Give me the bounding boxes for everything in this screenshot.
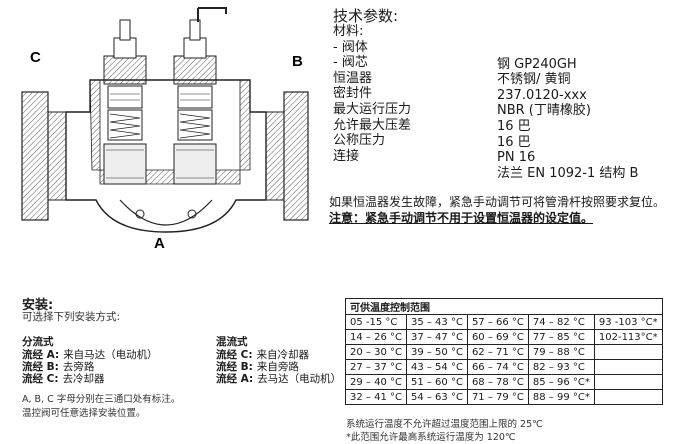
spec-value: NBR (丁晴橡胶) — [497, 103, 591, 118]
flow-description: 来自冷却器 — [256, 349, 310, 361]
bottom-port — [119, 199, 213, 226]
table-cell: 54 – 63 °C — [405, 389, 468, 405]
installation-subtitle: 可选择下列安装方式: — [22, 311, 121, 323]
flow-port-key: 流经 C: — [22, 373, 59, 385]
port-label-b: B — [292, 53, 303, 70]
flow-port-key: 流经 A: — [22, 349, 60, 361]
table-cell: 37 – 47 °C — [405, 329, 468, 345]
spec-value: 法兰 EN 1092-1 结构 B — [497, 166, 639, 181]
warning-note: 注意：紧急手动调节不用于设置恒温器的设定值。 — [329, 211, 594, 225]
table-cell: 77 – 85 °C — [527, 329, 595, 345]
failure-note: 如果恒温器发生故障，紧急手动调节可将管滑杆按照要求复位。 — [329, 195, 666, 209]
manual-override-handle — [198, 7, 227, 14]
port-label-c: C — [30, 49, 41, 66]
flow-description: 来自旁路 — [256, 361, 299, 373]
diverting-flow-line: 流经 B:去旁路 — [22, 359, 94, 374]
left-flange — [21, 91, 49, 221]
mixing-heading: 混流式 — [216, 336, 248, 348]
spec-value: 16 巴 — [497, 135, 531, 150]
spec-value: 237.0120-xxx — [497, 88, 587, 103]
table-note-2: *此范围允许最高系统运行温度为 120℃ — [346, 432, 516, 443]
flow-port-key: 流经 B: — [22, 361, 59, 373]
spec-value: 16 巴 — [497, 119, 531, 134]
spec-label: 恒温器 — [333, 71, 373, 86]
table-cell: 88 – 99 °C* — [527, 389, 595, 405]
spec-label: 密封件 — [333, 86, 373, 101]
flow-port-key: 流经 A: — [216, 373, 254, 385]
valve-body — [65, 79, 267, 233]
spec-label: 材料: — [333, 24, 364, 39]
port-marking-note: A, B, C 字母分别在三通口处有标注。 — [22, 394, 181, 405]
diverting-flow-line: 流经 A:来自马达（电动机） — [22, 347, 158, 362]
table-cell: 82 – 93 °C — [527, 359, 595, 375]
spec-label: 允许最大压差 — [333, 118, 412, 133]
spec-label: - 阀芯 — [333, 55, 368, 70]
flow-description: 去冷却器 — [62, 373, 105, 385]
table-cell: 32 – 41 °C — [345, 389, 407, 405]
table-cell: 62 – 71 °C — [466, 344, 529, 360]
mounting-note: 温控阀可任意选择安装位置。 — [22, 408, 146, 419]
flow-description: 来自马达（电动机） — [63, 349, 158, 361]
table-cell: 05 -15 °C — [345, 314, 407, 330]
spec-value: PN 16 — [497, 150, 536, 165]
spec-label: - 阀体 — [333, 40, 368, 55]
table-cell — [593, 389, 663, 405]
table-cell: 39 – 50 °C — [405, 344, 468, 360]
table-cell: 35 – 43 °C — [405, 314, 468, 330]
flow-description: 去马达（电动机） — [257, 373, 342, 385]
mixing-flow-line: 流经 B:来自旁路 — [216, 359, 299, 374]
mixing-flow-line: 流经 A:去马达（电动机） — [216, 371, 341, 386]
table-cell: 71 – 79 °C — [466, 389, 529, 405]
table-cell — [593, 344, 663, 360]
right-flange — [283, 91, 309, 221]
spec-value: 钢 GP240GH — [497, 57, 577, 72]
diverting-heading: 分流式 — [22, 336, 54, 348]
table-cell: 43 – 54 °C — [405, 359, 468, 375]
table-cell: 51 – 60 °C — [405, 374, 468, 390]
table-cell: 85 – 96 °C* — [527, 374, 595, 390]
specs-title: 技术参数: — [333, 7, 399, 25]
table-cell: 20 – 30 °C — [345, 344, 407, 360]
spec-label: 连接 — [333, 149, 360, 164]
flow-description: 去旁路 — [62, 361, 95, 373]
port-label-a: A — [154, 235, 165, 252]
table-cell: 79 – 88 °C — [527, 344, 595, 360]
table-header: 可供温度控制范围 — [345, 298, 663, 315]
table-note-1: 系统运行温度不允许超过温度范围上限的 25℃ — [346, 419, 543, 430]
table-cell: 66 – 74 °C — [466, 359, 529, 375]
spec-label: 最大运行压力 — [333, 102, 412, 117]
flow-port-key: 流经 B: — [216, 361, 253, 373]
mixing-flow-line: 流经 C:来自冷却器 — [216, 347, 309, 362]
spec-value: 不锈钢/ 黄铜 — [497, 72, 571, 87]
diverting-flow-line: 流经 C:去冷却器 — [22, 371, 105, 386]
table-cell: 60 – 69 °C — [466, 329, 529, 345]
table-cell: 68 – 78 °C — [466, 374, 529, 390]
table-cell: 74 – 82 °C — [527, 314, 595, 330]
table-cell: 29 – 40 °C — [345, 374, 407, 390]
spec-label: 公称压力 — [333, 133, 386, 148]
thermostat-left — [103, 19, 147, 185]
valve-cross-section-drawing: C B A — [21, 7, 309, 252]
table-cell — [593, 374, 663, 390]
table-cell: 102-113°C* — [593, 329, 663, 345]
table-cell: 27 – 37 °C — [345, 359, 407, 375]
table-cell: 93 -103 °C* — [593, 314, 663, 330]
table-cell — [593, 359, 663, 375]
flow-port-key: 流经 C: — [216, 349, 253, 361]
table-cell: 57 – 66 °C — [466, 314, 529, 330]
table-cell: 14 – 26 °C — [345, 329, 407, 345]
installation-title: 安装: — [22, 298, 54, 313]
thermostat-right — [173, 19, 217, 185]
